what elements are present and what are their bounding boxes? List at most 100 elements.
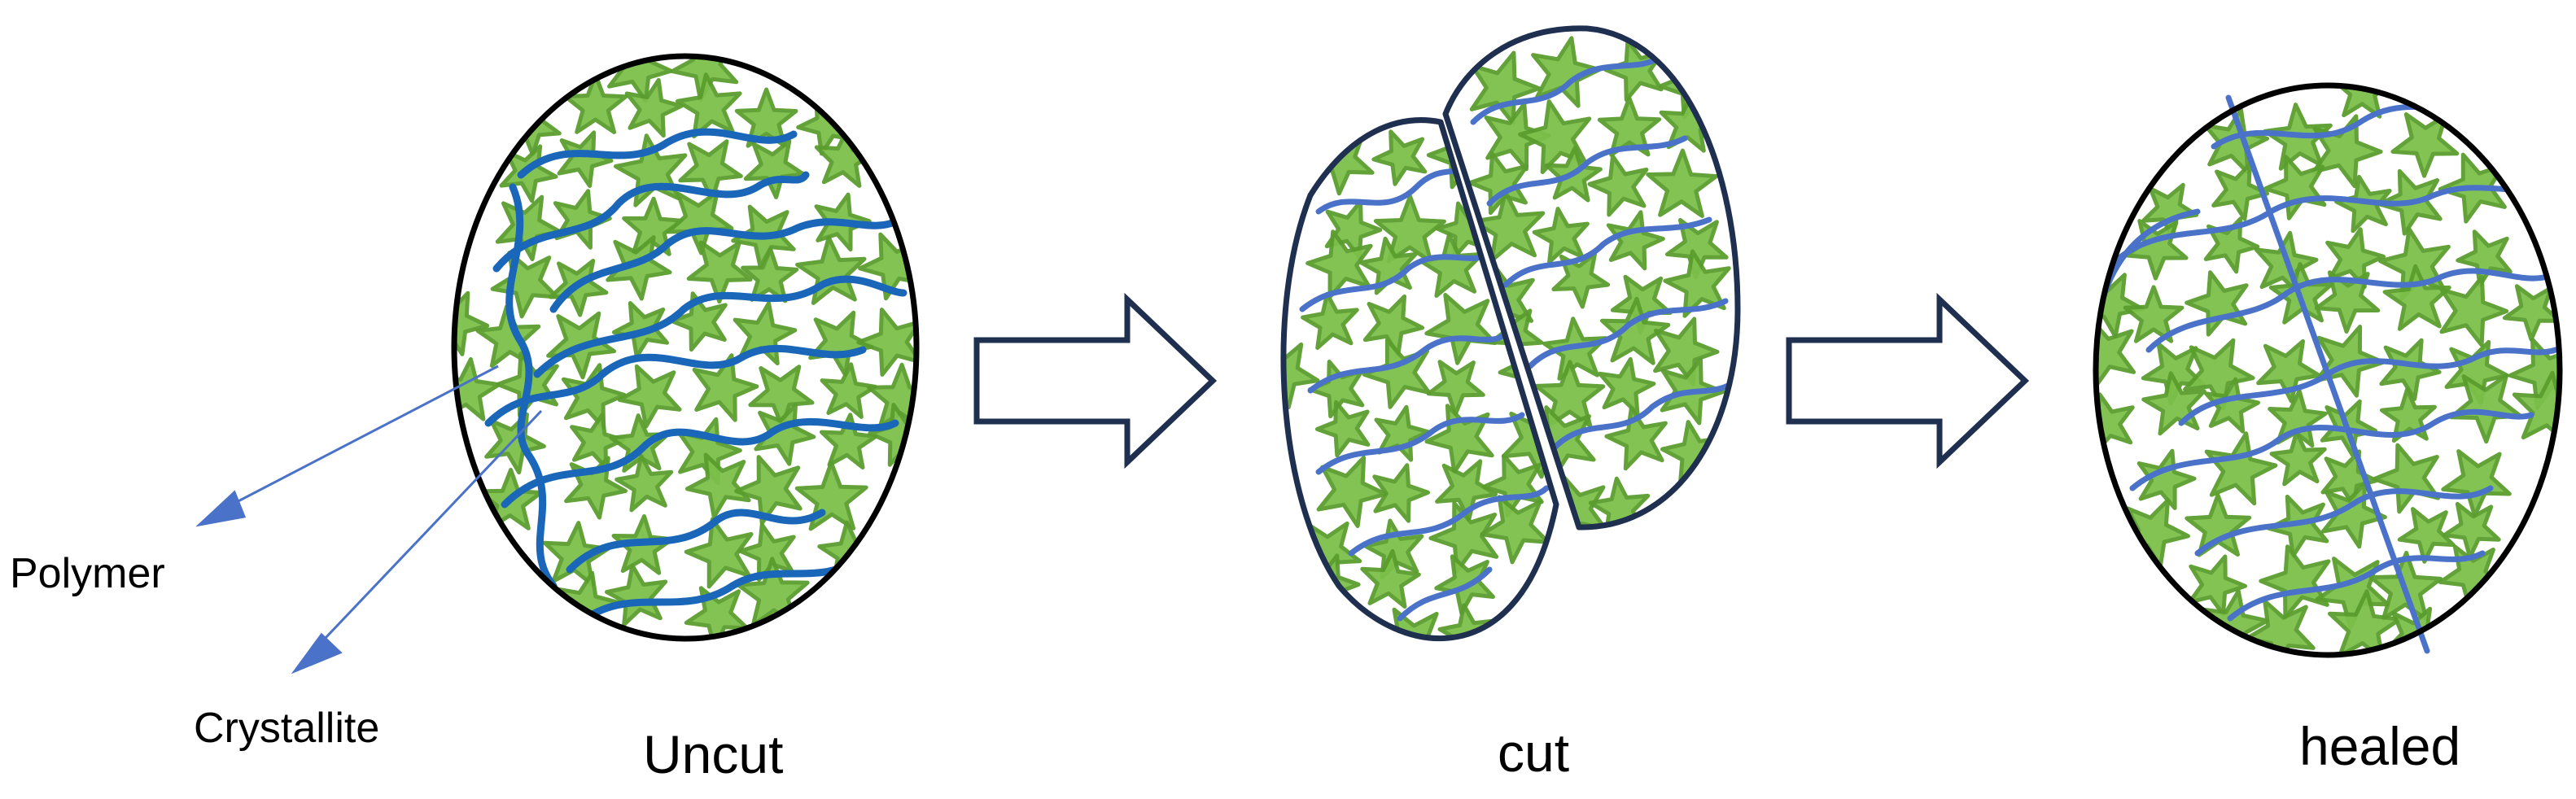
crystallite-icon bbox=[1426, 360, 1485, 417]
crystallite-icon bbox=[678, 139, 743, 203]
crystallite-icon bbox=[2203, 107, 2269, 175]
crystallite-icon bbox=[2267, 494, 2329, 558]
crystallite-icon bbox=[2244, 599, 2316, 655]
crystallite-icon bbox=[2442, 501, 2501, 560]
crystallite-icon bbox=[1372, 463, 1430, 523]
crystallite-icon bbox=[2372, 443, 2441, 514]
crystallite-icon bbox=[1301, 291, 1359, 350]
label-pointers bbox=[195, 365, 543, 675]
crystallite-icon bbox=[624, 77, 684, 138]
crystallite-icon bbox=[2328, 589, 2402, 655]
crystallite-icon bbox=[2502, 284, 2560, 342]
crystallite-icon bbox=[1665, 218, 1729, 280]
crystallite-icon bbox=[561, 363, 627, 430]
healed-outline bbox=[2093, 82, 2563, 658]
crystallite-icon bbox=[2512, 370, 2560, 444]
crystallite-icon bbox=[2456, 229, 2513, 287]
uncut-crystallites bbox=[454, 56, 916, 639]
cut-right-outline bbox=[1442, 25, 1741, 530]
crystallite-icon bbox=[2136, 448, 2197, 510]
healed-polymer-chains bbox=[2097, 103, 2559, 622]
crystallite-icon bbox=[2390, 112, 2460, 178]
crystallite-icon bbox=[1316, 455, 1388, 528]
crystallite-icon bbox=[1373, 194, 1446, 264]
polymer-chain bbox=[1315, 412, 1525, 475]
cut-sample bbox=[1280, 25, 1741, 641]
crystallite-icon bbox=[820, 413, 878, 469]
crystallite-icon bbox=[666, 190, 734, 255]
crystallite-icon bbox=[1484, 102, 1551, 172]
crystallite-icon bbox=[1480, 495, 1550, 565]
crystallite-icon bbox=[484, 412, 546, 475]
crystallite-icon bbox=[2185, 270, 2249, 337]
crystallite-pointer-line bbox=[308, 409, 543, 657]
polymer-chain bbox=[1551, 379, 1737, 451]
crystallite-icon bbox=[1305, 229, 1373, 299]
crystallite-icon bbox=[454, 357, 501, 421]
crystallite-icon bbox=[1424, 404, 1494, 474]
polymer-chain bbox=[1486, 135, 1688, 207]
uncut-outline bbox=[451, 53, 920, 642]
crystallite-icon bbox=[2314, 270, 2381, 334]
polymer-chain bbox=[2194, 485, 2494, 557]
polymer-chain bbox=[1307, 330, 1509, 394]
cut-label: cut bbox=[1498, 723, 1569, 783]
crystallite-icon bbox=[606, 235, 672, 301]
polymer-chain bbox=[2129, 408, 2534, 491]
crystallite-pointer-arrowhead bbox=[291, 632, 343, 675]
crystallite-icon bbox=[614, 453, 674, 513]
crystallite-icon bbox=[1424, 293, 1498, 365]
polymer-chain bbox=[1348, 485, 1550, 557]
crystallite-icon bbox=[2096, 318, 2136, 389]
crystallite-icon bbox=[1604, 406, 1668, 471]
uncut-label: Uncut bbox=[643, 724, 783, 784]
cut-right-polymer-chains bbox=[1470, 54, 1737, 451]
polymer-pointer-line bbox=[212, 365, 499, 516]
polymer-chain bbox=[582, 557, 859, 622]
crystallite-icon bbox=[2268, 388, 2328, 448]
crystallite-icon bbox=[2382, 264, 2451, 331]
crystallite-icon bbox=[808, 310, 874, 377]
polymer-chain bbox=[2227, 550, 2486, 622]
crystallite-icon bbox=[1360, 548, 1421, 609]
uncut-sample bbox=[451, 53, 920, 642]
polymer-chain bbox=[549, 216, 903, 313]
crystallite-icon bbox=[605, 563, 668, 627]
polymer-chain bbox=[517, 128, 798, 179]
crystallite-icon bbox=[867, 362, 916, 430]
crystallite-icon bbox=[733, 301, 798, 366]
crystallite-icon bbox=[676, 72, 742, 139]
crystallite-icon bbox=[2204, 431, 2278, 506]
crystallite-icon bbox=[754, 403, 816, 466]
crystallite-icon bbox=[2449, 373, 2523, 444]
crystallite-icon bbox=[2259, 544, 2331, 619]
crystallite-icon bbox=[2183, 338, 2255, 411]
crystallite-icon bbox=[1603, 38, 1664, 103]
healed-sample bbox=[2093, 82, 2563, 658]
crystallite-icon bbox=[2211, 162, 2270, 221]
crystallite-icon bbox=[1600, 296, 1671, 365]
crystallite-icon bbox=[1301, 553, 1361, 616]
crystallite-icon bbox=[1371, 129, 1428, 186]
polymer-chain bbox=[1502, 216, 1712, 288]
polymer-chain bbox=[2145, 268, 2551, 353]
crystallite-icon bbox=[495, 194, 562, 262]
crystallite-icon bbox=[820, 362, 877, 419]
polymer-chain bbox=[533, 275, 908, 378]
crystallite-icon bbox=[1314, 400, 1371, 458]
polymer-chain bbox=[492, 171, 810, 273]
polymer-chain bbox=[1299, 249, 1493, 312]
crystallite-icon bbox=[741, 247, 799, 303]
polymer-chain bbox=[2113, 184, 2543, 264]
crystallite-icon bbox=[1472, 190, 1546, 263]
cut-left-outline bbox=[1280, 117, 1559, 641]
crystallite-icon bbox=[1419, 233, 1485, 298]
crystallite-icon bbox=[1375, 607, 1448, 639]
crystallite-icon bbox=[669, 291, 728, 352]
healed-cut-line bbox=[2225, 94, 2430, 654]
crystallite-icon bbox=[1532, 207, 1590, 264]
crystallite-icon bbox=[684, 586, 750, 639]
process-arrow-1 bbox=[973, 292, 1218, 469]
crystallite-icon bbox=[794, 461, 868, 531]
